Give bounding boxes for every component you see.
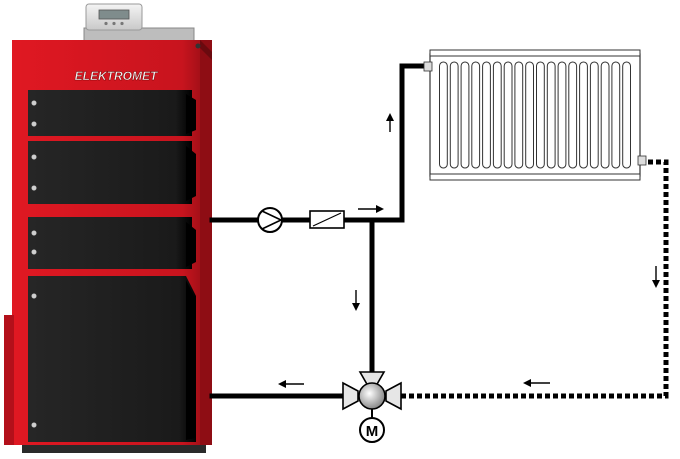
radiator <box>423 49 647 181</box>
ash-door[interactable] <box>28 276 196 442</box>
radiator-fin <box>589 61 599 169</box>
radiator-fin <box>514 61 524 169</box>
motor-label: M <box>366 423 379 440</box>
filter <box>309 210 345 229</box>
radiator-fin <box>471 61 481 169</box>
arrow-return-down-icon <box>652 266 660 288</box>
radiator-fin <box>568 61 578 169</box>
radiator-fin <box>460 61 470 169</box>
upper-door[interactable] <box>28 90 196 136</box>
supply-pipe <box>209 63 431 223</box>
radiator-fin <box>536 61 545 169</box>
radiator-fin <box>449 61 459 169</box>
mixing-valve[interactable] <box>342 371 402 418</box>
radiator-fin <box>525 61 535 169</box>
flow-arrows <box>278 113 660 388</box>
arrow-bypass-down-icon <box>352 290 360 311</box>
boiler-controller <box>83 3 195 43</box>
return-pipe-from-radiator <box>396 159 669 399</box>
circulation-pump[interactable] <box>257 207 283 233</box>
arrow-return-left-icon <box>523 379 550 387</box>
radiator-fin <box>439 61 448 169</box>
radiator-fin <box>557 61 567 169</box>
radiator-fin <box>600 61 610 169</box>
radiator-fin <box>622 61 632 169</box>
boiler-brand-logo: ELEKTROMET <box>75 69 159 83</box>
arrow-supply-right-icon <box>358 205 384 213</box>
valve-motor[interactable]: M <box>359 417 385 443</box>
middle-door[interactable] <box>28 141 196 204</box>
radiator-fin <box>611 61 621 169</box>
pipes <box>209 63 669 399</box>
arrow-return-boiler-left-icon <box>278 380 304 388</box>
arrow-supply-up-icon <box>386 113 394 132</box>
radiator-fin <box>503 61 513 169</box>
radiator-fin <box>546 61 556 169</box>
boiler: ELEKTROMET <box>4 3 212 453</box>
radiator-fin <box>482 61 491 169</box>
radiator-fin <box>579 61 588 169</box>
lower-door[interactable] <box>28 217 196 269</box>
radiator-fin <box>492 61 502 169</box>
controller-display <box>98 9 130 20</box>
boiler-base <box>22 445 206 453</box>
